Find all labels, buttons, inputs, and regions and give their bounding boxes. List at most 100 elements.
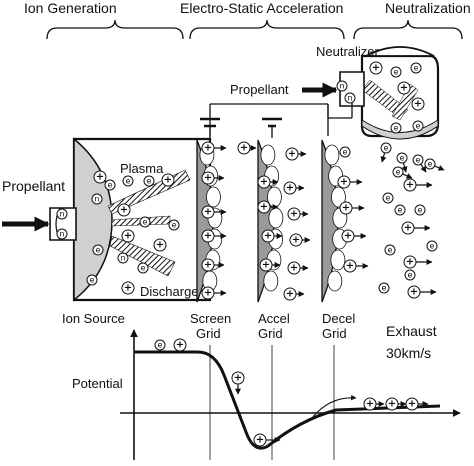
svg-text:+: + xyxy=(124,231,132,242)
svg-text:e: e xyxy=(343,148,348,157)
ion-particle: + xyxy=(289,233,311,247)
electron-particle: e xyxy=(154,339,166,351)
ion-particle: + xyxy=(411,97,425,111)
electron-particle: e xyxy=(426,240,438,252)
potential-curve xyxy=(134,350,441,450)
section-title-ion-generation: Ion Generation xyxy=(24,0,117,16)
ion-particle: + xyxy=(259,258,281,272)
ion-particle: + xyxy=(343,259,369,273)
electron-particle: e xyxy=(122,175,134,187)
svg-text:+: + xyxy=(408,399,416,410)
svg-text:n: n xyxy=(94,195,99,204)
svg-text:+: + xyxy=(96,172,104,183)
svg-text:n: n xyxy=(120,254,125,263)
svg-text:+: + xyxy=(176,340,184,351)
ion-particle: + xyxy=(261,229,283,243)
discharge-label: Discharge xyxy=(140,284,199,299)
plasma-jet-lower xyxy=(109,235,176,277)
electron-particle: e xyxy=(394,204,406,216)
ion-source-label: Ion Source xyxy=(62,311,125,326)
svg-text:e: e xyxy=(382,284,387,293)
svg-text:e: e xyxy=(141,264,146,273)
svg-text:+: + xyxy=(286,289,294,300)
electron-particle: e xyxy=(412,120,424,132)
neutral-particle: n xyxy=(344,92,356,104)
ion-particle: + xyxy=(201,141,227,155)
svg-text:n: n xyxy=(347,94,352,103)
electron-particle: e xyxy=(412,154,427,173)
electron-particle: e xyxy=(392,166,413,179)
electron-particle: e xyxy=(380,142,392,163)
ion-particle: + xyxy=(237,141,257,155)
electron-particle: e xyxy=(404,269,416,281)
propellant-label-left: Propellant xyxy=(2,178,65,194)
svg-text:+: + xyxy=(204,207,212,218)
ion-particle: + xyxy=(253,433,281,447)
svg-text:+: + xyxy=(156,240,164,251)
svg-text:e: e xyxy=(396,168,401,177)
svg-text:+: + xyxy=(260,202,268,213)
ion-particle: + xyxy=(201,286,227,300)
svg-text:e: e xyxy=(90,276,95,285)
svg-text:e: e xyxy=(386,194,391,203)
svg-text:e: e xyxy=(428,160,433,169)
electron-particle: e xyxy=(86,274,98,286)
electron-particle: e xyxy=(168,219,180,231)
svg-text:+: + xyxy=(346,261,354,272)
svg-text:+: + xyxy=(204,173,212,184)
svg-text:+: + xyxy=(204,231,212,242)
svg-text:+: + xyxy=(288,149,296,160)
ion-particle: + xyxy=(341,229,367,243)
svg-text:e: e xyxy=(400,154,405,163)
accel-grid xyxy=(257,139,284,303)
ion-particle: + xyxy=(369,61,383,75)
svg-text:+: + xyxy=(366,399,374,410)
electron-particle: e xyxy=(390,66,402,78)
svg-text:n: n xyxy=(59,210,64,219)
electron-particle: e xyxy=(384,244,396,256)
svg-text:e: e xyxy=(414,64,419,73)
exhaust-label: Exhaust xyxy=(386,323,437,339)
svg-text:+: + xyxy=(292,235,300,246)
svg-text:e: e xyxy=(430,242,435,251)
svg-text:+: + xyxy=(204,143,212,154)
svg-text:e: e xyxy=(158,341,163,350)
ion-particle: + xyxy=(153,238,167,252)
ion-particle: + xyxy=(283,287,305,301)
grid-assembly xyxy=(196,139,348,303)
ion-particle: + xyxy=(173,338,187,352)
neutral-particle: n xyxy=(117,252,129,264)
neutralizer-body xyxy=(360,54,440,138)
ion-particle: + xyxy=(337,175,363,189)
ion-particle: + xyxy=(201,229,227,243)
svg-text:+: + xyxy=(404,223,412,234)
svg-text:+: + xyxy=(286,183,294,194)
ion-particle: + xyxy=(385,397,407,411)
svg-text:e: e xyxy=(394,124,399,133)
svg-text:+: + xyxy=(164,175,172,186)
electron-particle: e xyxy=(378,282,390,294)
svg-text:e: e xyxy=(172,221,177,230)
ion-particle: + xyxy=(231,371,245,395)
electron-particle: e xyxy=(382,192,394,204)
ion-particle: + xyxy=(257,175,279,189)
svg-text:+: + xyxy=(388,399,396,410)
decel-grid-label-line2: Grid xyxy=(322,326,347,341)
ion-particle: + xyxy=(161,173,175,187)
ion-particle: + xyxy=(121,281,135,295)
brace-acceleration xyxy=(189,19,345,40)
svg-text:+: + xyxy=(372,63,380,74)
svg-text:+: + xyxy=(262,260,270,271)
screen-grid-label-line2: Grid xyxy=(196,326,221,341)
electron-particle: e xyxy=(339,146,351,158)
neutral-particle: n xyxy=(56,228,68,240)
svg-text:e: e xyxy=(394,68,399,77)
svg-text:+: + xyxy=(340,177,348,188)
ion-particle: + xyxy=(397,81,411,95)
neutralizer-label: Neutralizer xyxy=(316,44,380,59)
brace-ion-generation xyxy=(46,19,184,40)
svg-text:+: + xyxy=(204,260,212,271)
ion-particle: + xyxy=(363,397,385,411)
section-title-neutralization: Neutralization xyxy=(385,0,471,16)
